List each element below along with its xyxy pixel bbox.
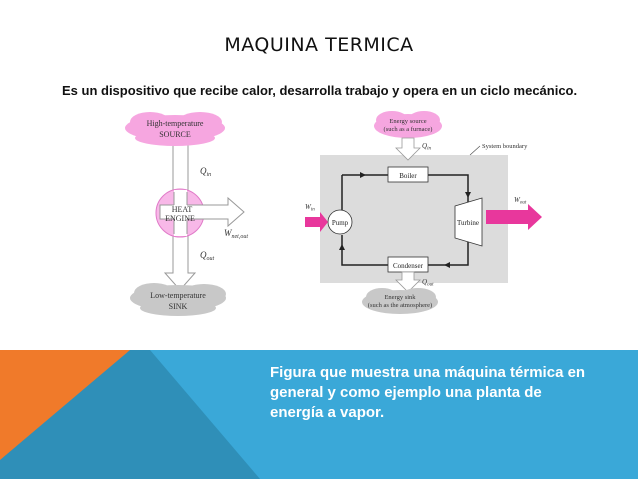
- pump-label: Pump: [332, 219, 349, 227]
- svg-text:Qout: Qout: [422, 278, 434, 288]
- source-label-2: SOURCE: [159, 130, 191, 139]
- slide-title: MAQUINA TERMICA: [224, 34, 414, 56]
- plant-q-in-sub: in: [427, 147, 431, 152]
- q-out-label: Q: [200, 250, 207, 260]
- sink-label-2: SINK: [169, 302, 188, 311]
- q-in-sub: in: [207, 172, 212, 178]
- engine-label-2: ENGINE: [165, 214, 195, 223]
- w-in-label: W: [305, 203, 312, 211]
- system-boundary-label: System boundary: [482, 143, 528, 150]
- condenser-label: Condenser: [393, 262, 424, 270]
- boiler-label: Boiler: [399, 172, 417, 180]
- energy-source-label-1: Energy source: [389, 118, 426, 125]
- turbine-shape: [454, 197, 483, 247]
- plant-q-out-label: Q: [422, 278, 427, 286]
- svg-text:Qin: Qin: [200, 166, 211, 178]
- energy-source-label-2: (such as a furnace): [384, 126, 433, 133]
- plant-q-in-label: Q: [422, 142, 427, 150]
- w-net-label: W: [224, 228, 233, 238]
- cold-sink-cloud: [130, 283, 226, 316]
- energy-source-cloud: [374, 111, 442, 138]
- source-label-1: High-temperature: [147, 119, 204, 128]
- svg-text:Qin: Qin: [422, 142, 431, 152]
- engine-label-1: HEAT: [172, 205, 193, 214]
- q-out-arrow: [163, 232, 197, 291]
- sink-label-1: Low-temperature: [150, 291, 206, 300]
- boiler-box: [387, 166, 429, 183]
- w-in-sub: in: [311, 208, 315, 213]
- plant-q-out-sub: out: [427, 283, 434, 288]
- svg-text:Qout: Qout: [200, 250, 215, 262]
- q-out-sub: out: [207, 256, 215, 262]
- intro-text: Es un dispositivo que recibe calor, desa…: [62, 83, 578, 98]
- w-out-arrow: [486, 204, 542, 230]
- svg-text:Win: Win: [305, 203, 315, 213]
- steam-plant-diagram: Energy source (such as a furnace) System…: [305, 111, 542, 314]
- energy-sink-cloud: [362, 288, 438, 314]
- bottom-decor-panel: [0, 350, 638, 479]
- hot-source-cloud: [125, 112, 225, 146]
- turbine-label: Turbine: [457, 219, 479, 227]
- svg-text:Wout: Wout: [514, 196, 527, 206]
- svg-text:Wnet,out: Wnet,out: [224, 228, 248, 240]
- q-out-plant-arrow: [395, 271, 421, 293]
- figure-caption: Figura que muestra una máquina térmica e…: [270, 364, 586, 421]
- w-out-label: W: [514, 196, 521, 204]
- q-in-plant-arrow: [395, 137, 421, 161]
- energy-sink-label-1: Energy sink: [384, 294, 416, 301]
- q-in-label: Q: [200, 166, 207, 176]
- w-net-sub: net,out: [232, 234, 249, 240]
- energy-sink-label-2: (such as the atmosphere): [368, 302, 432, 309]
- heat-engine-diagram: High-temperature SOURCE HEAT ENGINE Qin …: [125, 112, 248, 316]
- w-in-arrow: [305, 212, 328, 232]
- w-out-sub: out: [520, 201, 527, 206]
